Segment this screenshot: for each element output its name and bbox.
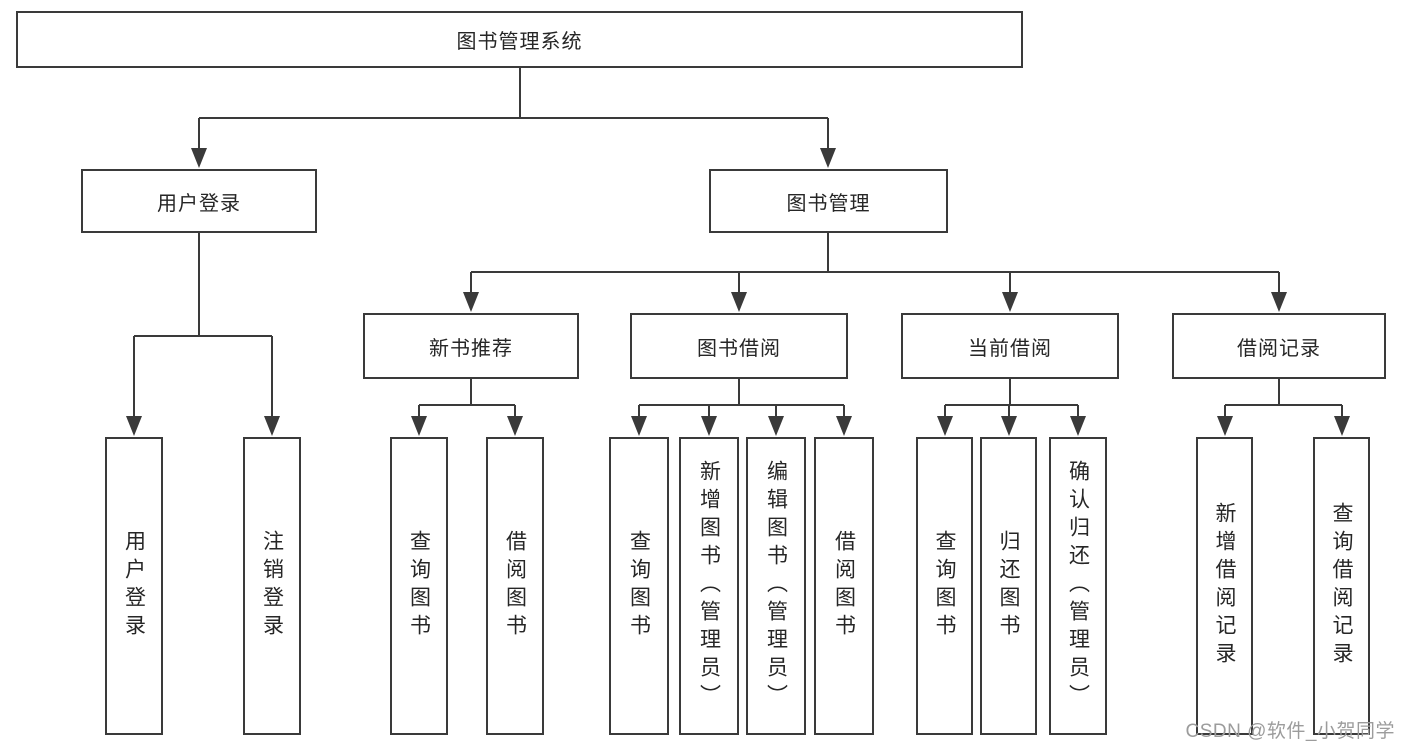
node-label: 用户登录 — [157, 192, 241, 215]
node-label: 新书推荐 — [429, 337, 513, 360]
arrowhead — [701, 416, 717, 436]
arrowhead — [731, 292, 747, 312]
node-label: 查询图书 — [407, 530, 431, 642]
arrowhead — [126, 416, 142, 436]
leaf-user-login: 用户登录 — [105, 437, 163, 735]
node-book-management: 图书管理 — [709, 169, 948, 233]
leaf-edit-book-admin: 编辑图书（管理员） — [746, 437, 806, 735]
leaf-query-borrow-record: 查询借阅记录 — [1313, 437, 1370, 735]
node-label: 新增借阅记录 — [1213, 502, 1236, 670]
leaf-query-books-recommend: 查询图书 — [390, 437, 448, 735]
node-label: 用户登录 — [122, 530, 146, 642]
arrowhead — [1001, 416, 1017, 436]
arrowhead — [1002, 292, 1018, 312]
leaf-add-book-admin: 新增图书（管理员） — [679, 437, 739, 735]
node-label: 编辑图书（管理员） — [764, 460, 788, 712]
arrowhead — [631, 416, 647, 436]
node-book-borrow: 图书借阅 — [630, 313, 848, 379]
leaf-query-books-borrow: 查询图书 — [609, 437, 669, 735]
leaf-borrow-books: 借阅图书 — [814, 437, 874, 735]
arrowhead — [411, 416, 427, 436]
node-label: 注销登录 — [260, 530, 284, 642]
node-label: 借阅图书 — [832, 530, 856, 642]
csdn-watermark: CSDN @软件_小贺同学 — [1185, 721, 1395, 742]
arrowhead — [191, 148, 207, 168]
arrowhead — [836, 416, 852, 436]
arrowhead — [463, 292, 479, 312]
leaf-confirm-return-admin: 确认归还（管理员） — [1049, 437, 1107, 735]
node-current-borrow: 当前借阅 — [901, 313, 1119, 379]
arrowhead — [768, 416, 784, 436]
node-borrow-records: 借阅记录 — [1172, 313, 1386, 379]
node-label: 图书管理系统 — [456, 31, 583, 53]
node-library-management-system: 图书管理系统 — [16, 11, 1023, 68]
node-label: 新增图书（管理员） — [697, 460, 721, 712]
node-label: 归还图书 — [997, 530, 1020, 642]
arrowhead — [820, 148, 836, 168]
leaf-return-book: 归还图书 — [980, 437, 1037, 735]
arrowhead — [1217, 416, 1233, 436]
node-label: 查询借阅记录 — [1330, 502, 1353, 670]
node-label: 查询图书 — [627, 530, 651, 642]
arrowhead — [264, 416, 280, 436]
arrowhead — [507, 416, 523, 436]
arrowhead — [1271, 292, 1287, 312]
node-user-login: 用户登录 — [81, 169, 317, 233]
node-label: 确认归还（管理员） — [1066, 460, 1090, 712]
leaf-logout-login: 注销登录 — [243, 437, 301, 735]
leaf-query-books-current: 查询图书 — [916, 437, 973, 735]
leaf-borrow-books-recommend: 借阅图书 — [486, 437, 544, 735]
node-label: 图书借阅 — [697, 337, 781, 360]
node-label: 借阅记录 — [1237, 337, 1321, 360]
node-label: 查询图书 — [933, 530, 956, 642]
arrowhead — [1334, 416, 1350, 436]
node-label: 当前借阅 — [968, 337, 1052, 360]
arrowhead — [1070, 416, 1086, 436]
arrowhead — [937, 416, 953, 436]
node-label: 借阅图书 — [503, 530, 527, 642]
node-label: 图书管理 — [786, 192, 871, 215]
node-new-book-recommend: 新书推荐 — [363, 313, 579, 379]
leaf-add-borrow-record: 新增借阅记录 — [1196, 437, 1253, 735]
